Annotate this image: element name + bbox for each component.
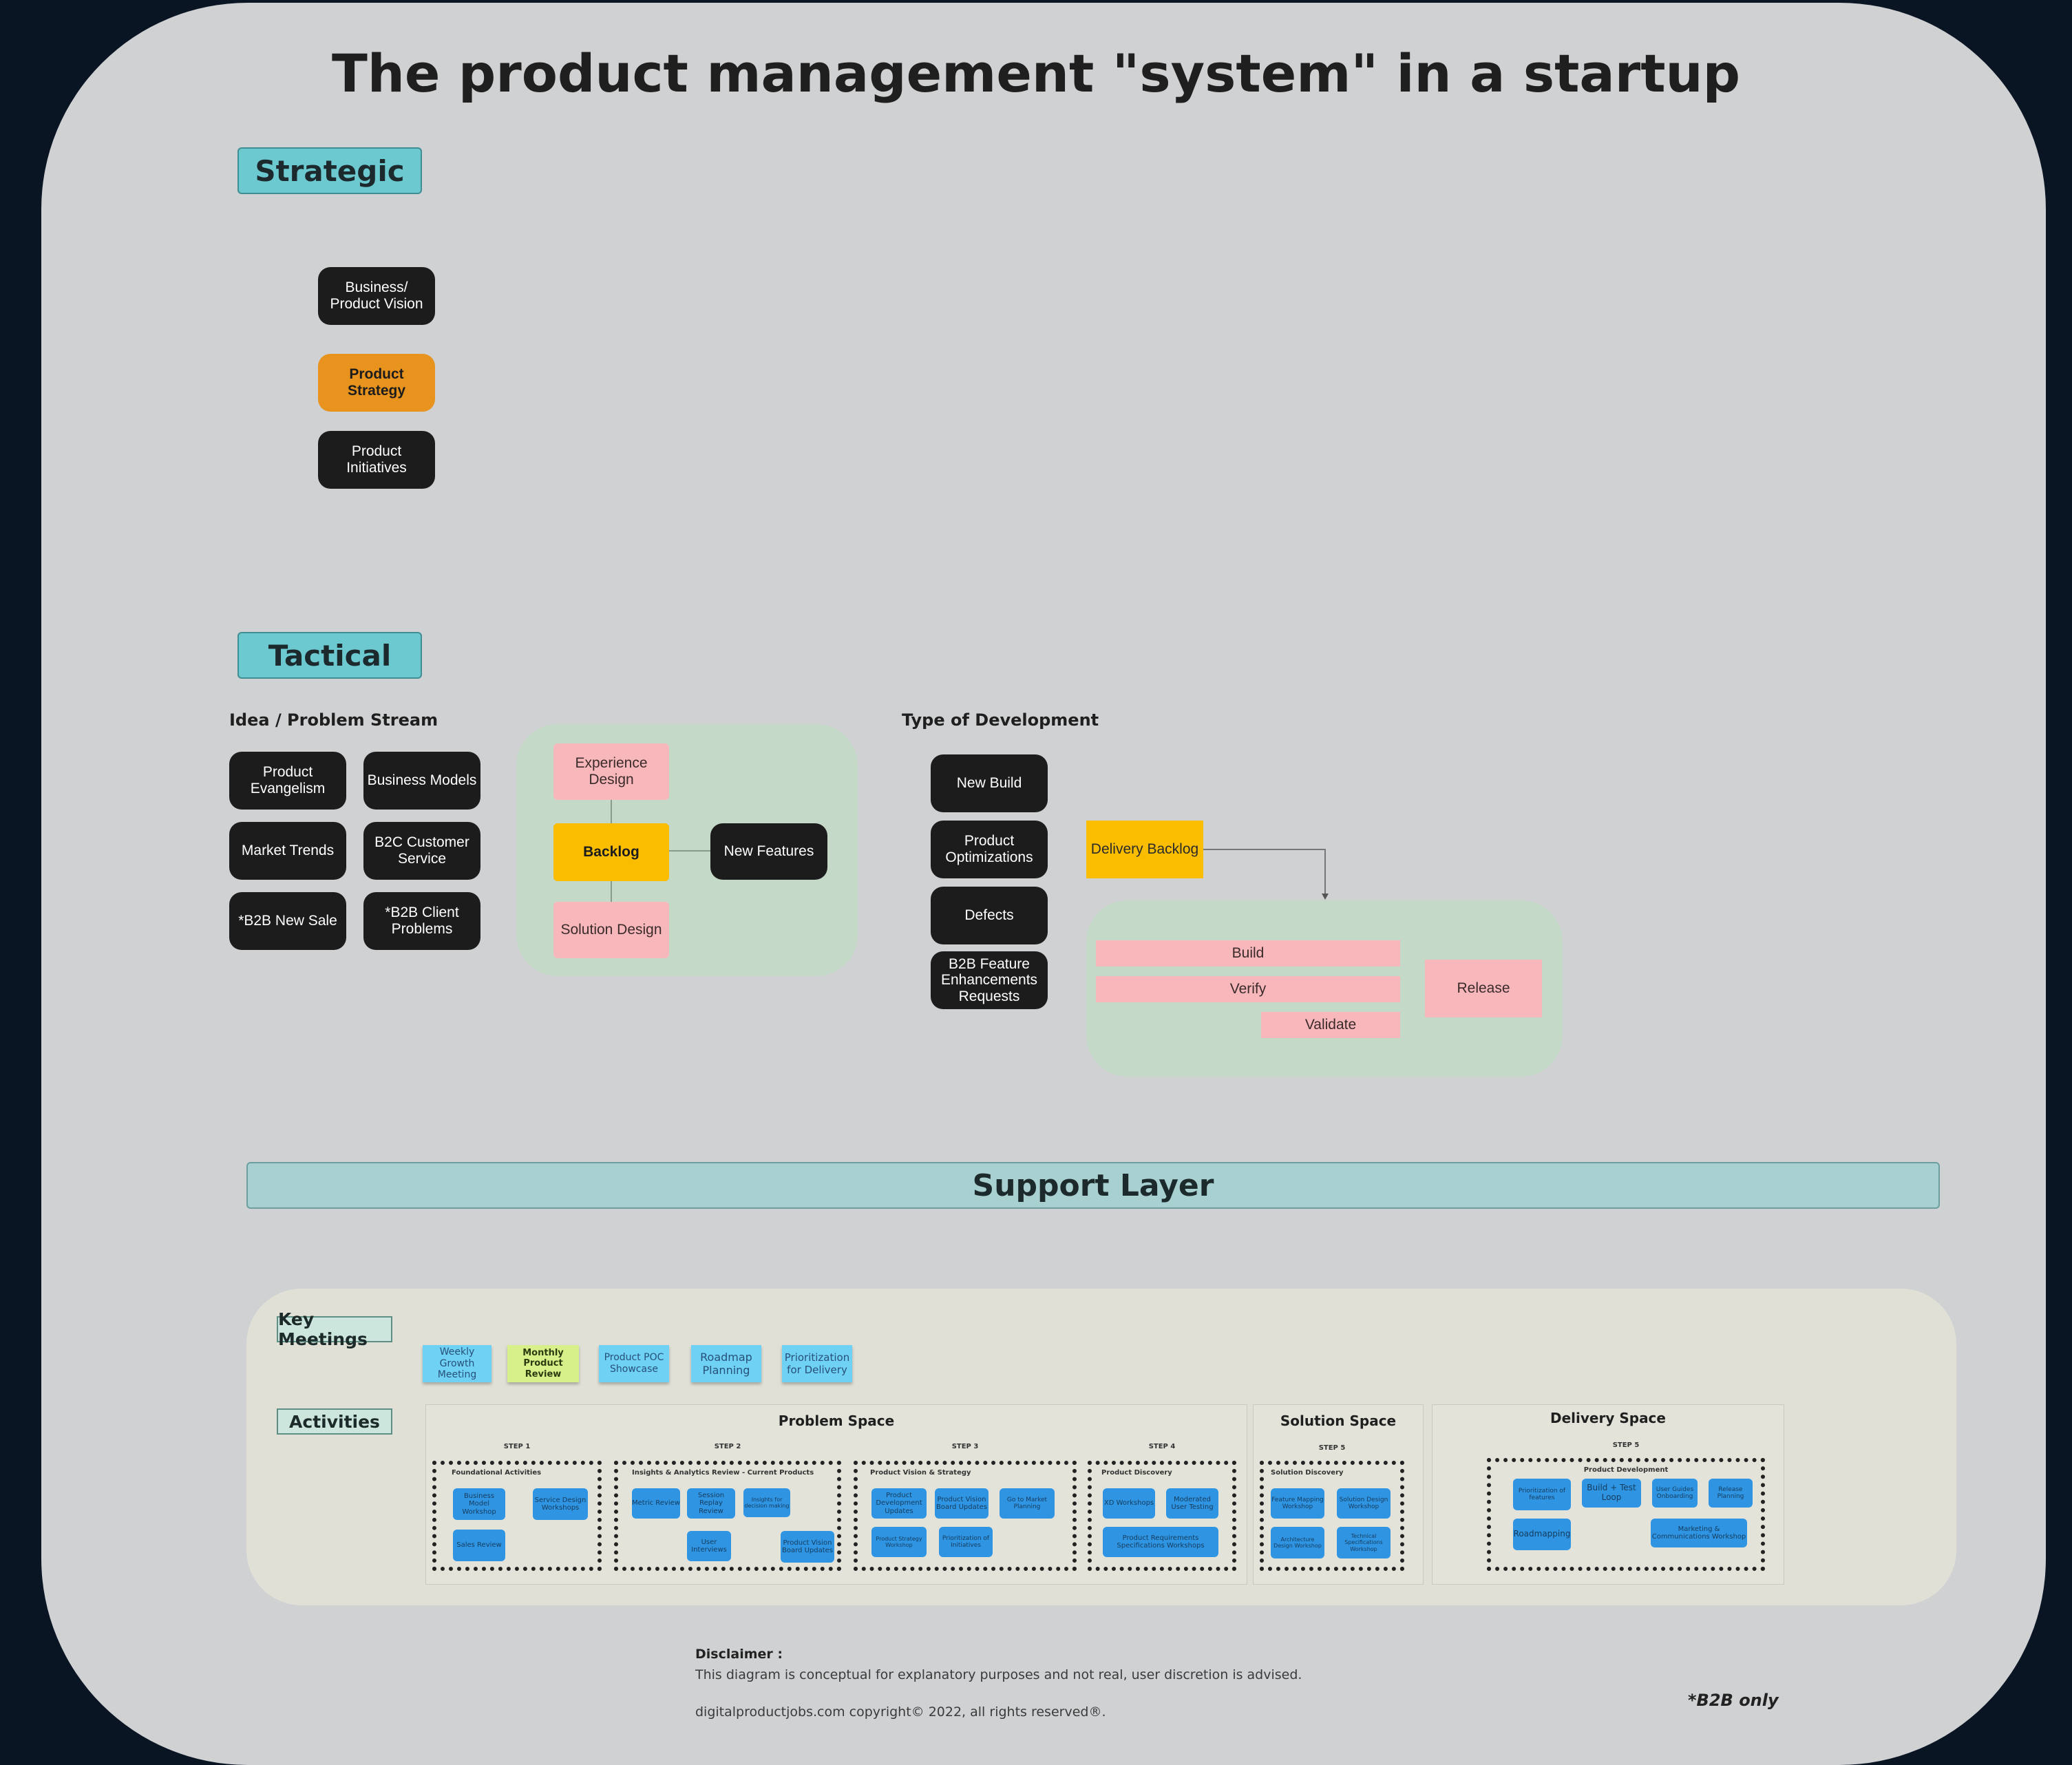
- delivery-space-title: Delivery Space: [1550, 1410, 1666, 1426]
- idea-node: B2C Customer Service: [363, 822, 480, 880]
- solution-space-title: Solution Space: [1280, 1413, 1397, 1429]
- step-box-title: Foundational Activities: [452, 1469, 542, 1477]
- backlog-node: Backlog: [553, 823, 669, 881]
- step-box: [1260, 1461, 1404, 1571]
- development-type-node: B2B Feature Enhancements Requests: [931, 951, 1048, 1009]
- meeting-sticky: Monthly Product Review: [507, 1345, 579, 1382]
- activity-item: Release Planning: [1709, 1479, 1753, 1508]
- build-bar: Build: [1096, 940, 1400, 966]
- product-initiatives-node: Product Initiatives: [318, 431, 435, 489]
- step-box: [614, 1461, 841, 1571]
- key-meetings-tag: Key Meetings: [277, 1309, 392, 1349]
- activity-item: Business Model Workshop: [453, 1488, 505, 1520]
- disclaimer-heading: Disclaimer :: [695, 1647, 783, 1662]
- idea-node: Product Evangelism: [229, 752, 346, 810]
- step-box: [432, 1461, 602, 1571]
- activity-item: Roadmapping: [1513, 1519, 1571, 1550]
- strategic-tag: Strategic: [237, 147, 422, 194]
- development-type-node: Defects: [931, 887, 1048, 944]
- activity-item: Go to Market Planning: [1000, 1488, 1055, 1519]
- activity-item: Metric Review: [632, 1488, 680, 1519]
- page-title: The product management "system" in a sta…: [331, 43, 1741, 104]
- activity-item: Session Replay Review: [687, 1488, 735, 1519]
- product-strategy-node: Product Strategy: [318, 354, 435, 412]
- idea-node: *B2B Client Problems: [363, 892, 480, 950]
- step-label: STEP 5: [1612, 1441, 1640, 1449]
- step-label: STEP 4: [1148, 1443, 1176, 1450]
- tactical-tag: Tactical: [237, 632, 422, 679]
- activity-item: XD Workshops: [1103, 1488, 1155, 1519]
- activity-item: Prioritization of Initiatives: [939, 1527, 993, 1557]
- b2b-note: *B2B only: [1688, 1691, 1779, 1710]
- activity-item: Sales Review: [453, 1530, 505, 1561]
- activity-item: Moderated User Testing: [1166, 1488, 1218, 1519]
- meeting-sticky: Weekly Growth Meeting: [423, 1345, 491, 1382]
- development-type-node: New Build: [931, 754, 1048, 812]
- step-box-title: Solution Discovery: [1271, 1469, 1344, 1477]
- step-box-title: Product Vision & Strategy: [870, 1469, 971, 1477]
- activity-item: Product Strategy Workshop: [871, 1527, 927, 1557]
- experience-design-node: Experience Design: [553, 743, 669, 800]
- step-label: STEP 1: [503, 1443, 531, 1450]
- activity-item: Insights for decision making: [743, 1488, 790, 1517]
- activity-item: Technical Specifications Workshop: [1337, 1527, 1391, 1558]
- validate-bar: Validate: [1261, 1012, 1400, 1038]
- step-label: STEP 5: [1318, 1444, 1346, 1452]
- step-box-title: Insights & Analytics Review - Current Pr…: [632, 1469, 814, 1477]
- delivery-backlog-node: Delivery Backlog: [1086, 821, 1203, 878]
- step-box-title: Product Discovery: [1101, 1469, 1172, 1477]
- step-box-title: Product Development: [1583, 1466, 1669, 1474]
- activity-item: Service Design Workshops: [533, 1488, 588, 1520]
- development-type-node: Product Optimizations: [931, 821, 1048, 878]
- meeting-sticky: Prioritization for Delivery: [782, 1345, 852, 1382]
- idea-node: Market Trends: [229, 822, 346, 880]
- support-layer-bar: Support Layer: [246, 1162, 1940, 1209]
- activity-item: Solution Design Workshop: [1337, 1488, 1391, 1519]
- copyright-text: digitalproductjobs.com copyright© 2022, …: [695, 1704, 1106, 1720]
- activity-item: Feature Mapping Workshop: [1271, 1488, 1324, 1519]
- idea-node: Business Models: [363, 752, 480, 810]
- activity-item: Product Vision Board Updates: [781, 1531, 834, 1563]
- solution-design-node: Solution Design: [553, 902, 669, 958]
- problem-space-title: Problem Space: [778, 1413, 895, 1429]
- activity-item: Architecture Design Workshop: [1271, 1527, 1324, 1558]
- activity-item: Prioritization of features: [1513, 1479, 1571, 1510]
- activity-item: Build + Test Loop: [1582, 1479, 1641, 1508]
- step-box: [854, 1461, 1077, 1571]
- activity-item: Marketing & Communications Workshop: [1651, 1519, 1747, 1547]
- step-box: [1487, 1458, 1765, 1571]
- activity-item: User Interviews: [687, 1531, 731, 1561]
- new-features-node: New Features: [710, 823, 827, 880]
- step-label: STEP 2: [714, 1443, 741, 1450]
- type-of-development-heading: Type of Development: [902, 710, 1099, 730]
- idea-node: *B2B New Sale: [229, 892, 346, 950]
- activity-item: User Guides Onboarding: [1652, 1479, 1698, 1508]
- step-box: [1088, 1461, 1236, 1571]
- disclaimer-text: This diagram is conceptual for explanato…: [695, 1667, 1302, 1682]
- step-label: STEP 3: [951, 1443, 979, 1450]
- activity-item: Product Vision Board Updates: [935, 1488, 989, 1519]
- release-node: Release: [1425, 960, 1542, 1017]
- activity-item: Product Requirements Specifications Work…: [1103, 1527, 1218, 1557]
- activities-tag: Activities: [277, 1408, 392, 1435]
- verify-bar: Verify: [1096, 976, 1400, 1002]
- meeting-sticky: Roadmap Planning: [691, 1345, 761, 1382]
- business-product-vision-node: Business/ Product Vision: [318, 267, 435, 325]
- activity-item: Product Development Updates: [871, 1488, 927, 1519]
- idea-stream-heading: Idea / Problem Stream: [229, 710, 438, 730]
- meeting-sticky: Product POC Showcase: [599, 1345, 669, 1382]
